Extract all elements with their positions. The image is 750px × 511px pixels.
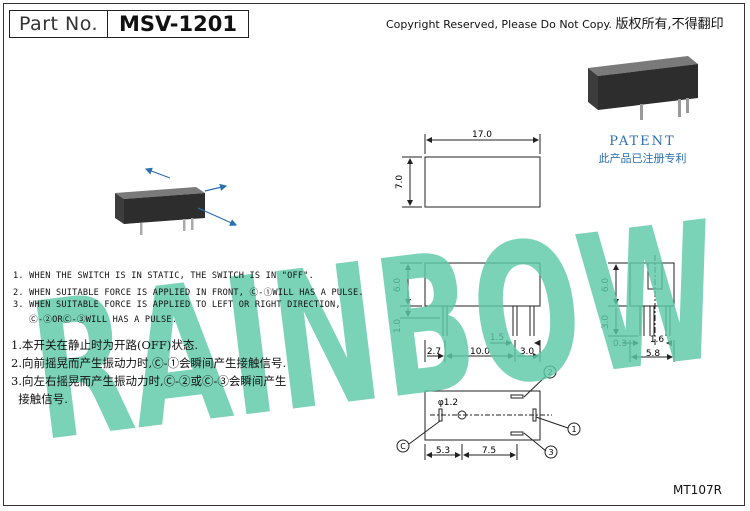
patent-title: PATENT [609, 134, 676, 149]
note-en-1: 1. WHEN THE SWITCH IS IN STATIC, THE SWI… [13, 271, 314, 281]
dim-front-height: 6.0 [393, 278, 403, 293]
top-view-drawing [402, 134, 541, 208]
product-render-large [588, 56, 698, 120]
dim-front-gap: 1.5 [490, 333, 504, 343]
dim-front-pin-height: 1.0 [393, 319, 403, 334]
note-en-3: 3. WHEN SUITABLE FORCE IS APPLIED TO LEF… [13, 300, 341, 310]
note-cn-1: 1.本开关在静止时为开路(OFF)状态. [11, 338, 198, 352]
copyright-en: Copyright Reserved, Please Do Not Copy. [386, 18, 612, 31]
rainbow-watermark: RAINBOW [20, 181, 732, 484]
part-number: MSV-1201 [119, 12, 237, 36]
note-cn-4: 接触信号. [11, 392, 68, 406]
pin-label-1: 1 [571, 425, 576, 434]
dim-top-width: 17.0 [472, 130, 492, 140]
side-view-drawing [608, 255, 675, 362]
pin-label-3: 3 [548, 448, 553, 457]
note-cn-2: 2.向前摇晃而产生振动力时,Ⓒ-①会瞬间产生接触信号. [11, 356, 287, 370]
patent-subtitle: 此产品已注册专利 [598, 152, 687, 165]
note-cn-3: 3.向左右摇晃而产生振动力时,Ⓒ-②或Ⓒ-③会瞬间产生 [11, 374, 287, 388]
pin-label-2: 2 [547, 368, 552, 377]
pin-label-c: C [400, 442, 406, 451]
note-en-2: 2. WHEN SUITABLE FORCE IS APPLIED IN FRO… [13, 288, 364, 298]
copyright-cn: 版权所有,不得翻印 [615, 17, 724, 32]
dim-front-mid: 10.0 [470, 347, 490, 357]
dim-side-gap: 1.6 [650, 335, 665, 345]
dim-side-left: 0.3 [613, 339, 627, 349]
front-view-drawing [400, 262, 541, 362]
dim-bottom-right: 7.5 [482, 446, 496, 456]
part-number-box: Part No. MSV-1201 [9, 10, 249, 38]
dim-top-height: 7.0 [395, 175, 405, 190]
dim-side-height: 6.0 [601, 278, 611, 293]
product-render-small [115, 167, 238, 235]
part-label: Part No. [10, 11, 108, 37]
model-code: MT107R [673, 483, 722, 497]
dim-front-right: 3.0 [520, 347, 535, 357]
dim-side-pin: 3.0 [601, 315, 611, 330]
dim-front-left: 2.7 [427, 347, 441, 357]
note-en-4: Ⓒ-②ORⒸ-③WILL HAS A PULSE. [13, 315, 178, 325]
bottom-view-drawing [396, 365, 581, 460]
copyright-notice: Copyright Reserved, Please Do Not Copy. … [386, 13, 724, 32]
patent-mark: PATENT 此产品已注册专利 [580, 134, 705, 166]
dim-side-width: 5.8 [646, 349, 661, 359]
page-frame [3, 3, 745, 506]
dim-hole: φ1.2 [438, 398, 458, 408]
dim-bottom-left: 5.3 [436, 446, 450, 456]
